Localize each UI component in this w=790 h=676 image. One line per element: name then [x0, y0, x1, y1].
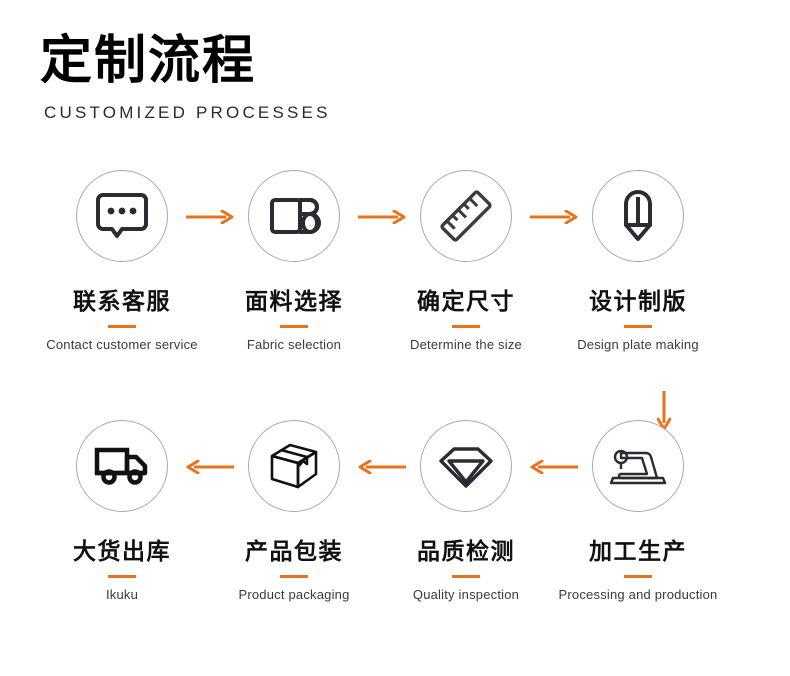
process-flow: 联系客服 Contact customer service 面料选择: [0, 170, 790, 635]
arrow-left-icon: [530, 459, 578, 475]
process-step-processing-production[interactable]: 加工生产 Processing and production: [552, 420, 724, 635]
diamond-icon: [438, 441, 494, 491]
process-step-fabric-selection[interactable]: 面料选择 Fabric selection: [208, 170, 380, 385]
process-step-determine-the-size[interactable]: 确定尺寸 Determine the size: [380, 170, 552, 385]
step-label-en: Design plate making: [577, 337, 699, 352]
accent-divider: [280, 325, 308, 328]
icon-circle: [76, 420, 168, 512]
step-label-cn: 大货出库: [73, 538, 171, 564]
icon-circle: [420, 170, 512, 262]
step-label-cn: 面料选择: [245, 288, 343, 314]
icon-circle: [592, 420, 684, 512]
arrow-right-icon: [530, 209, 578, 225]
step-label-en: Ikuku: [105, 587, 139, 602]
process-row-1: 联系客服 Contact customer service 面料选择: [0, 170, 790, 385]
chat-bubble-icon: [95, 190, 149, 242]
page-subtitle-en: CUSTOMIZED PROCESSES: [44, 102, 331, 122]
process-row-2: 大货出库 Ikuku 产品包装 Product packaging: [0, 420, 790, 635]
step-label-cn: 确定尺寸: [417, 288, 515, 314]
process-step-design-plate-making[interactable]: 设计制版 Design plate making: [552, 170, 724, 385]
step-label-cn: 联系客服: [73, 288, 171, 314]
step-label-en: Processing and production: [558, 587, 718, 602]
process-step-product-packaging[interactable]: 产品包装 Product packaging: [208, 420, 380, 635]
page-title-cn: 定制流程: [40, 32, 257, 90]
icon-circle: [248, 420, 340, 512]
icon-circle: [248, 170, 340, 262]
arrow-left-icon: [358, 459, 406, 475]
step-label-en: Contact customer service: [46, 337, 198, 352]
icon-circle: [592, 170, 684, 262]
process-step-goods-shipment[interactable]: 大货出库 Ikuku: [36, 420, 208, 635]
step-label-en: Determine the size: [410, 337, 522, 352]
step-label-en: Fabric selection: [246, 337, 342, 352]
ruler-icon: [437, 187, 495, 245]
pencil-icon: [617, 187, 659, 245]
accent-divider: [280, 575, 308, 578]
package-box-icon: [266, 439, 322, 493]
step-label-en: Quality inspection: [412, 587, 520, 602]
accent-divider: [452, 575, 480, 578]
icon-circle: [76, 170, 168, 262]
step-label-cn: 设计制版: [589, 288, 687, 314]
accent-divider: [108, 325, 136, 328]
arrow-right-icon: [186, 209, 234, 225]
step-label-cn: 加工生产: [589, 538, 687, 564]
arrow-left-icon: [186, 459, 234, 475]
sewing-machine-icon: [607, 443, 669, 489]
truck-icon: [94, 444, 150, 488]
accent-divider: [624, 325, 652, 328]
process-step-quality-inspection[interactable]: 品质检测 Quality inspection: [380, 420, 552, 635]
fabric-roll-icon: [267, 191, 321, 241]
accent-divider: [624, 575, 652, 578]
process-step-contact-customer-service[interactable]: 联系客服 Contact customer service: [36, 170, 208, 385]
accent-divider: [452, 325, 480, 328]
step-label-cn: 品质检测: [417, 538, 515, 564]
arrow-right-icon: [358, 209, 406, 225]
step-label-en: Product packaging: [238, 587, 350, 602]
step-label-cn: 产品包装: [245, 538, 343, 564]
accent-divider: [108, 575, 136, 578]
page-header: 定制流程 CUSTOMIZED PROCESSES: [40, 34, 580, 123]
icon-circle: [420, 420, 512, 512]
